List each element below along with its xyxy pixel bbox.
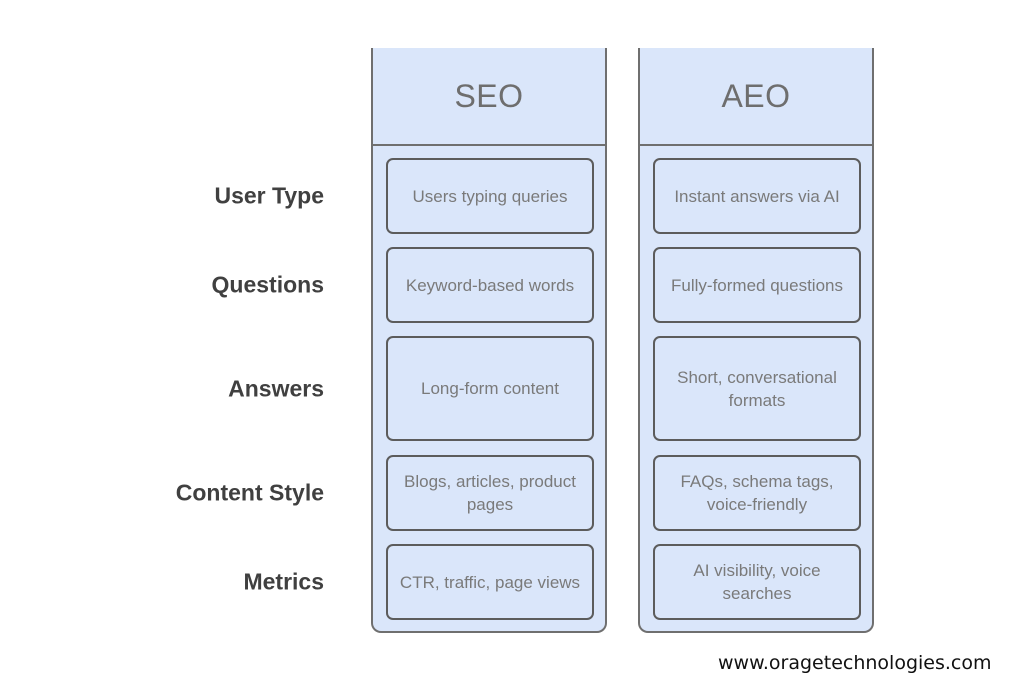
seo-column-header: SEO	[373, 48, 605, 146]
row-label-metrics: Metrics	[243, 568, 324, 595]
footer-website-url: www.oragetechnologies.com	[718, 652, 992, 674]
row-label-content-style: Content Style	[175, 479, 324, 506]
seo-cell-metrics: CTR, traffic, page views	[386, 544, 594, 620]
aeo-column-header: AEO	[640, 48, 872, 146]
aeo-cell-questions: Fully-formed questions	[653, 247, 861, 323]
seo-cell-content-style: Blogs, articles, product pages	[386, 455, 594, 531]
aeo-column: AEO Instant answers via AI Fully-formed …	[638, 48, 874, 633]
seo-cell-questions: Keyword-based words	[386, 247, 594, 323]
row-label-user-type: User Type	[214, 182, 324, 209]
seo-cell-user-type: Users typing queries	[386, 158, 594, 234]
aeo-cell-metrics: AI visibility, voice searches	[653, 544, 861, 620]
aeo-cell-answers: Short, conversational formats	[653, 336, 861, 441]
aeo-cell-user-type: Instant answers via AI	[653, 158, 861, 234]
row-label-answers: Answers	[228, 375, 324, 402]
row-label-questions: Questions	[211, 271, 324, 298]
aeo-cell-content-style: FAQs, schema tags, voice-friendly	[653, 455, 861, 531]
seo-column: SEO Users typing queries Keyword-based w…	[371, 48, 607, 633]
seo-cell-answers: Long-form content	[386, 336, 594, 441]
